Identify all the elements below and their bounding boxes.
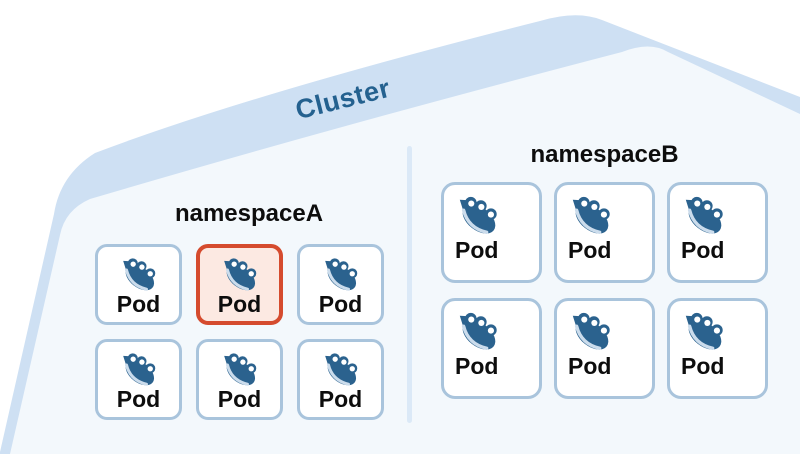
pod-box: Pod [667, 182, 768, 283]
namespace-b-pod-grid: Pod Pod Pod Pod Pod Pod [441, 182, 768, 399]
pod-label: Pod [455, 353, 499, 379]
pod-label: Pod [217, 291, 262, 317]
pod-box: Pod [441, 298, 542, 399]
pod-label: Pod [318, 386, 363, 412]
pod-icon [219, 351, 260, 390]
namespace-b-label: namespaceB [530, 141, 679, 168]
pod-label: Pod [116, 291, 161, 317]
pod-box: Pod [554, 298, 655, 399]
namespace-a-label: namespaceA [174, 200, 324, 227]
pod-box: Pod [297, 244, 384, 325]
pod-box: Pod [196, 339, 283, 420]
pod-label: Pod [681, 353, 725, 379]
pod-box: Pod [95, 244, 182, 325]
pod-label: Pod [217, 386, 262, 412]
pod-icon [455, 311, 501, 355]
pod-icon [320, 351, 361, 390]
pod-label: Pod [455, 237, 499, 263]
pod-icon [320, 256, 361, 295]
pod-icon [568, 311, 614, 355]
pod-icon [455, 195, 501, 239]
pod-icon [568, 195, 614, 239]
pod-label: Pod [568, 353, 612, 379]
pod-box: Pod [297, 339, 384, 420]
pod-box-highlighted: Pod [196, 244, 283, 325]
pod-icon [219, 256, 260, 295]
pod-label: Pod [318, 291, 363, 317]
pod-box: Pod [667, 298, 768, 399]
pod-box: Pod [95, 339, 182, 420]
pod-label: Pod [568, 237, 612, 263]
pod-label: Pod [681, 237, 725, 263]
pod-icon [118, 256, 159, 295]
namespace-a-pod-grid: Pod Pod Pod Pod Pod Pod [95, 244, 384, 420]
pod-label: Pod [116, 386, 161, 412]
namespace-divider [407, 146, 412, 423]
pod-icon [681, 311, 727, 355]
pod-box: Pod [554, 182, 655, 283]
pod-box: Pod [441, 182, 542, 283]
pod-icon [118, 351, 159, 390]
pod-icon [681, 195, 727, 239]
